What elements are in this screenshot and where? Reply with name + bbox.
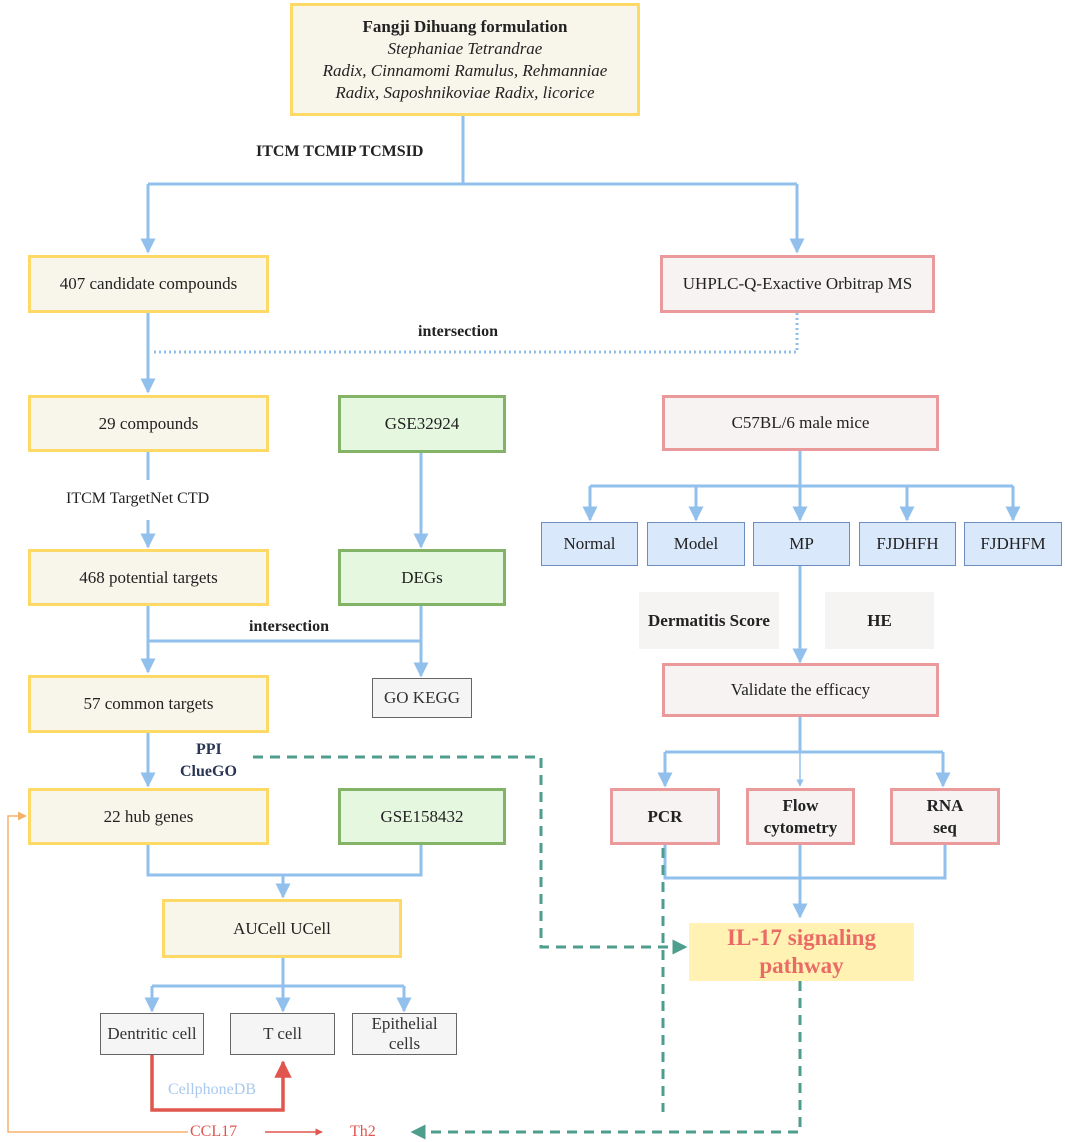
compounds-box: 29 compounds: [28, 395, 269, 452]
th2-label: Th2: [350, 1123, 376, 1140]
epithelial-line2: cells: [388, 1034, 421, 1053]
epithelial-cells-box: Epithelial cells: [352, 1013, 457, 1055]
intersection-label-mid: intersection: [249, 618, 329, 635]
flow-cytometry-box: Flow cytometry: [746, 788, 855, 845]
edge-ccl17-hub-feedback: [7, 811, 188, 1133]
gokegg-box: GO KEGG: [372, 678, 472, 718]
databases-label: ITCM TCMIP TCMSID: [256, 143, 424, 160]
potential-targets-box: 468 potential targets: [28, 549, 269, 606]
ppi-label: PPI: [196, 741, 222, 758]
edge-ppi-il17: [253, 755, 688, 955]
degs-box: DEGs: [338, 549, 506, 606]
gse32924-box: GSE32924: [338, 395, 506, 453]
mice-box: C57BL/6 male mice: [662, 395, 939, 451]
t-cell-box: T cell: [230, 1013, 335, 1055]
edge-assays-merge: [663, 845, 947, 880]
flow-line2: cytometry: [763, 817, 838, 837]
epithelial-line1: Epithelial: [371, 1014, 438, 1033]
cluego-label: ClueGO: [180, 763, 237, 780]
rna-seq-box: RNA seq: [890, 788, 1000, 845]
il17-line2: pathway: [759, 953, 844, 978]
flow-line1: Flow: [782, 795, 819, 815]
rna-line2: seq: [933, 817, 957, 837]
group-mp: MP: [753, 522, 850, 566]
formulation-herbs-line1: Stephaniae Tetrandrae: [387, 38, 543, 58]
il17-line1: IL-17 signaling: [727, 925, 876, 950]
edge-cellphonedb: [150, 1055, 292, 1112]
edge-il17-th2: [410, 981, 802, 1140]
cellphonedb-label: CellphoneDB: [168, 1081, 256, 1098]
dendritic-cell-box: Dentritic cell: [100, 1013, 204, 1055]
group-model: Model: [647, 522, 745, 566]
formulation-herbs-line3: Radix, Saposhnikoviae Radix, licorice: [335, 82, 595, 102]
formulation-herbs-line2: Radix, Cinnamomi Ramulus, Rehmanniae: [322, 60, 608, 80]
group-normal: Normal: [541, 522, 638, 566]
formulation-box: Fangji Dihuang formulation Stephaniae Te…: [290, 3, 640, 116]
group-fjdhfm: FJDHFM: [964, 522, 1062, 566]
aucell-box: AUCell UCell: [162, 899, 402, 958]
target-db-label: ITCM TargetNet CTD: [66, 490, 210, 507]
he-box: HE: [825, 592, 934, 649]
formulation-title: Fangji Dihuang formulation: [362, 16, 568, 36]
group-fjdhfh: FJDHFH: [859, 522, 956, 566]
edge-hub-merge: [146, 845, 423, 877]
pcr-box: PCR: [610, 788, 720, 845]
hub-genes-box: 22 hub genes: [28, 788, 269, 845]
rna-line1: RNA: [926, 795, 964, 815]
gse158432-box: GSE158432: [338, 788, 506, 845]
intersection-label-top: intersection: [418, 323, 498, 340]
candidate-compounds-box: 407 candidate compounds: [28, 255, 269, 313]
common-targets-box: 57 common targets: [28, 675, 269, 733]
dermatitis-score-box: Dermatitis Score: [639, 592, 779, 649]
ccl17-label: CCL17: [190, 1123, 238, 1140]
validate-box: Validate the efficacy: [662, 663, 939, 717]
il17-pathway-box: IL-17 signaling pathway: [689, 923, 914, 981]
ms-box: UHPLC-Q-Exactive Orbitrap MS: [660, 255, 935, 313]
